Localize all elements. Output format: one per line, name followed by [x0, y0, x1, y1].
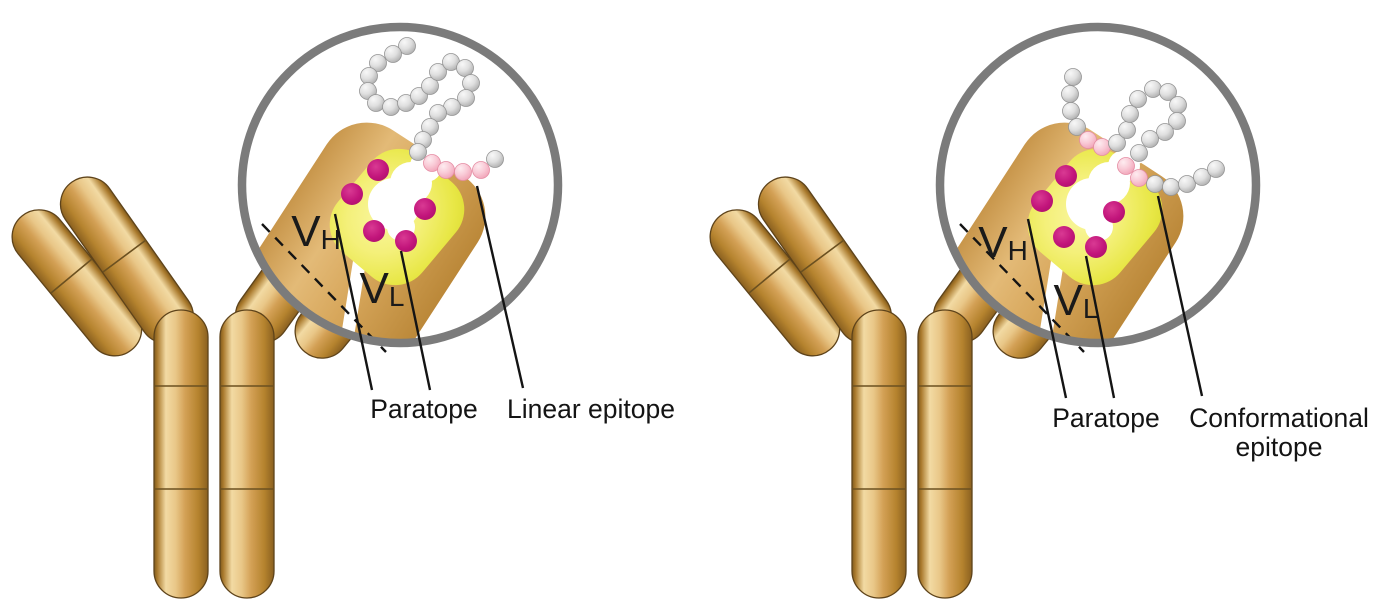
conformational-epitope-label: Conformational [1189, 403, 1369, 433]
antigen-bead [1146, 175, 1164, 193]
antigen-bead [457, 89, 475, 107]
antigen-bead [1178, 175, 1196, 193]
panel-linear-epitope: VH VL Paratope Linear epitope [1, 23, 675, 598]
epitope-bead [472, 161, 490, 179]
antigen-bead [1064, 68, 1082, 86]
antigen-bead [382, 98, 400, 116]
leader-line [333, 213, 374, 391]
vl-domain-label: VL [360, 264, 405, 313]
antigen-bead [1121, 105, 1139, 123]
antigen-bead [429, 63, 447, 81]
linear-epitope-label: Linear epitope [507, 394, 675, 424]
vh-domain-label: VH [291, 207, 341, 256]
antigen-bead [360, 67, 378, 85]
paratope-residue-dot [1053, 226, 1075, 248]
antigen-bead [1130, 144, 1148, 162]
antigen-bead [1156, 123, 1174, 141]
paratope-residue-dot [414, 198, 436, 220]
paratope-residue-dot [367, 159, 389, 181]
paratope-label: Paratope [1052, 403, 1160, 433]
paratope-residue-dot [341, 183, 363, 205]
paratope-residue-dot [395, 230, 417, 252]
antigen-bead [1162, 178, 1180, 196]
antigen-bead [409, 143, 427, 161]
antigen-bead [456, 59, 474, 77]
paratope-residue-dot [1103, 201, 1125, 223]
antigen-bead [1118, 121, 1136, 139]
leader-line [399, 250, 432, 391]
antigen-bead [384, 45, 402, 63]
antigen-bead [1207, 160, 1225, 178]
epitope-bead [423, 154, 441, 172]
antigen-bead [1068, 118, 1086, 136]
epitope-bead [1130, 169, 1148, 187]
vh-domain-label: VH [978, 218, 1028, 267]
antigen-bead [1129, 90, 1147, 108]
leader-line [1156, 195, 1204, 397]
antigen-bead [1141, 130, 1159, 148]
paratope-residue-dot [1085, 236, 1107, 258]
leader-line [475, 185, 525, 389]
antigen-bead [1159, 83, 1177, 101]
paratope-residue-dot [363, 220, 385, 242]
leader-line [1084, 255, 1116, 399]
epitope-bead [437, 161, 455, 179]
epitope-bead [1117, 157, 1135, 175]
paratope-label: Paratope [370, 394, 478, 424]
conformational-epitope-label-line2: epitope [1236, 432, 1323, 462]
antigen-bead [1144, 80, 1162, 98]
antigen-bead [421, 77, 439, 95]
antigen-bead [1193, 168, 1211, 186]
epitope-bead [1093, 138, 1111, 156]
antigen-bead [1061, 85, 1079, 103]
epitope-bead [1079, 131, 1097, 149]
antigen-bead [1108, 134, 1126, 152]
antigen-bead [486, 150, 504, 168]
epitope-bead [454, 163, 472, 181]
antigen-bead [1169, 96, 1187, 114]
antigen-bead [462, 74, 480, 92]
antigen-bead [367, 94, 385, 112]
antigen-bead [369, 54, 387, 72]
leader-line [1026, 218, 1068, 399]
antigen-bead [398, 37, 416, 55]
antigen-bead [1168, 112, 1186, 130]
antigen-bead [1062, 102, 1080, 120]
paratope-residue-dot [1031, 190, 1053, 212]
paratope-residue-dot [1055, 165, 1077, 187]
antigen-bead [429, 104, 447, 122]
